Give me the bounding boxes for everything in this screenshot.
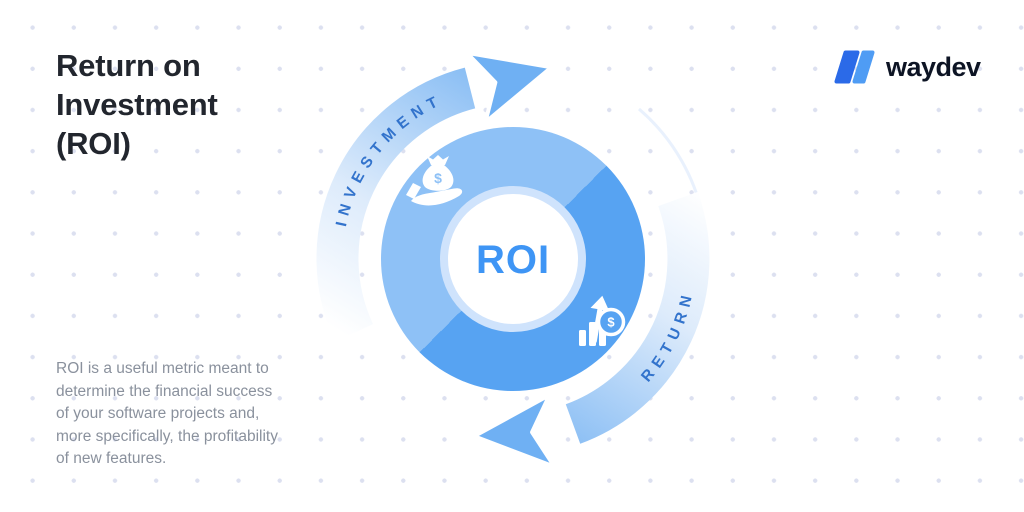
money-bag-knot bbox=[427, 155, 449, 165]
money-bag-in-hand-icon: $ bbox=[406, 155, 463, 206]
coin-dollar-sign: $ bbox=[607, 315, 615, 330]
title-line-1: Return on bbox=[56, 48, 201, 83]
description-line: more specifically, the profitability bbox=[56, 427, 278, 445]
investment-arrow-band bbox=[316, 67, 476, 342]
waydev-logo: waydev bbox=[833, 49, 981, 85]
title-line-2: Investment bbox=[56, 87, 218, 122]
center-disc bbox=[448, 194, 578, 324]
roi-center-label: ROI bbox=[476, 238, 550, 282]
return-arrowhead-icon bbox=[472, 392, 557, 469]
title-line-3: (ROI) bbox=[56, 126, 131, 161]
return-arrow-band bbox=[565, 191, 710, 444]
chart-bar-1 bbox=[579, 330, 586, 346]
money-bag-body bbox=[422, 165, 454, 191]
waydev-logo-icon bbox=[834, 50, 875, 84]
investment-arrowhead-icon bbox=[464, 50, 554, 125]
dollar-coin bbox=[596, 307, 626, 337]
growth-chart-coin-icon: $ bbox=[579, 295, 626, 346]
logo-bar-dark bbox=[834, 50, 860, 84]
arrow-tip bbox=[590, 295, 610, 312]
description-line: of new features. bbox=[56, 450, 167, 467]
logo-wordmark: waydev bbox=[886, 51, 981, 82]
money-bag-dollar-sign: $ bbox=[434, 170, 442, 186]
page-title: Return on Investment (ROI) bbox=[56, 46, 336, 163]
logo-bar-light bbox=[852, 50, 875, 84]
hand-palm bbox=[411, 188, 463, 206]
description-line: of your software projects and, bbox=[56, 405, 260, 422]
description-text: ROI is a useful metric meant to determin… bbox=[56, 358, 356, 471]
description-line: determine the financial success bbox=[56, 382, 273, 400]
description-line: ROI is a useful metric meant to bbox=[56, 360, 269, 377]
hand-sleeve bbox=[406, 183, 421, 199]
